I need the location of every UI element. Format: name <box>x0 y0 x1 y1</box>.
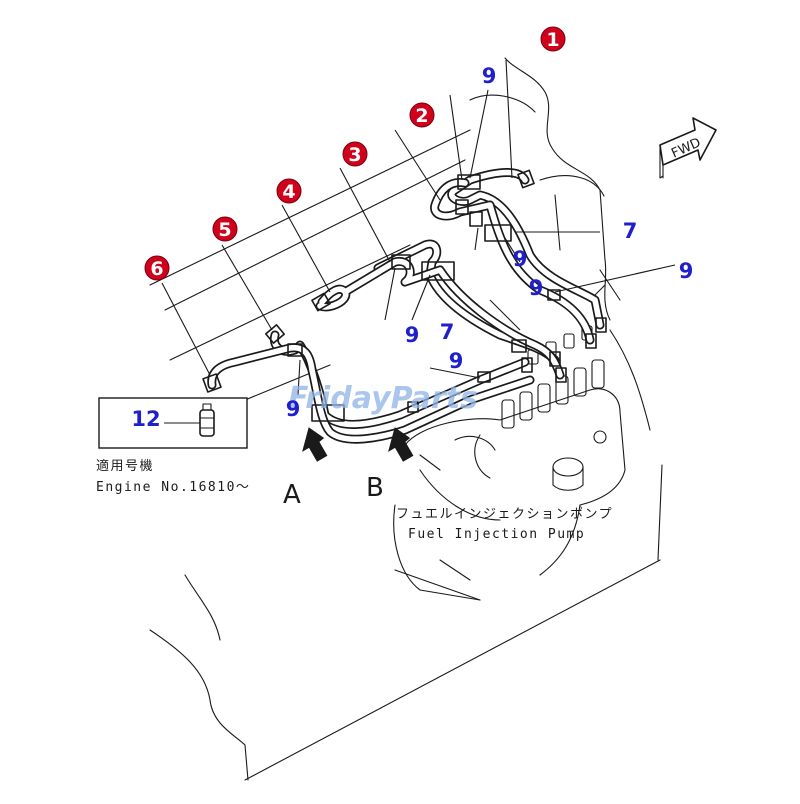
leader-lines <box>161 59 676 396</box>
svg-text:4: 4 <box>282 181 295 203</box>
callout-part-12: 12 <box>131 407 160 431</box>
view-arrow-a <box>302 427 328 462</box>
callout-part-4: 4 <box>276 178 302 204</box>
callout-part-9: 9 <box>513 247 528 271</box>
view-label-b: B <box>366 473 384 503</box>
callout-part-3: 3 <box>342 141 368 167</box>
svg-text:3: 3 <box>348 144 361 166</box>
svg-text:2: 2 <box>415 105 428 127</box>
pipe-nuts <box>202 169 607 393</box>
callout-part-2: 2 <box>409 102 435 128</box>
callout-part-7: 7 <box>440 320 455 344</box>
callout-part-9: 9 <box>405 323 420 347</box>
view-arrow-b <box>388 427 414 462</box>
svg-text:1: 1 <box>546 29 559 51</box>
svg-text:5: 5 <box>218 219 231 241</box>
inset-box: 12 <box>98 397 248 449</box>
engine-block-lines <box>149 129 471 401</box>
view-label-a: A <box>283 480 301 510</box>
fwd-arrow: FWD <box>659 117 717 179</box>
callout-part-7: 7 <box>623 219 638 243</box>
pump-label-jp: フュエルインジェクションポンプ <box>396 507 613 522</box>
engine-serial-label: Engine No.16810～ <box>96 480 250 495</box>
applicable-serial-jp: 適用号機 <box>96 458 154 474</box>
watermark: FridayParts <box>288 381 478 416</box>
callout-part-1: 1 <box>540 26 566 52</box>
svg-text:6: 6 <box>150 258 163 280</box>
callout-part-5: 5 <box>212 216 238 242</box>
housing-outline <box>149 464 663 781</box>
callout-part-9: 9 <box>286 397 301 421</box>
callout-part-9: 9 <box>679 259 694 283</box>
pipe-clamps <box>287 174 561 422</box>
callout-part-9: 9 <box>529 276 544 300</box>
pump-label-en: Fuel Injection Pump <box>408 527 585 542</box>
engine-outline <box>469 57 651 431</box>
callout-part-6: 6 <box>144 255 170 281</box>
callout-part-9: 9 <box>482 64 497 88</box>
callout-part-9: 9 <box>449 349 464 373</box>
